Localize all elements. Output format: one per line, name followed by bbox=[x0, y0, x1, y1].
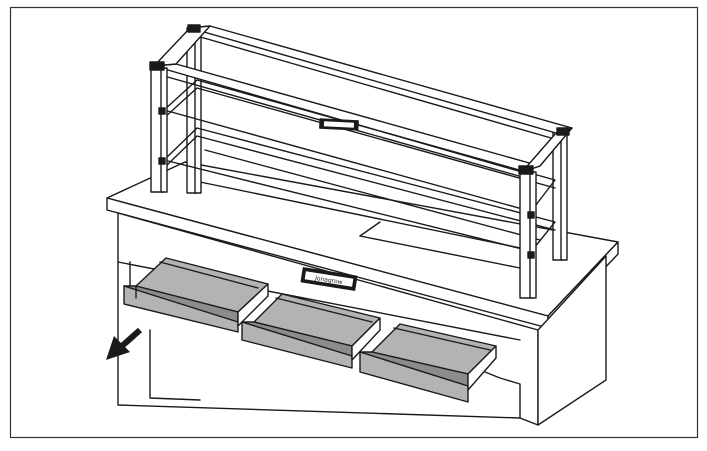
display-shelf-frame bbox=[149, 24, 573, 299]
pull-direction-arrow-icon bbox=[106, 327, 142, 360]
drawer-left[interactable] bbox=[123, 257, 269, 333]
drawer-right[interactable] bbox=[359, 323, 497, 403]
upper-nameplate bbox=[319, 118, 359, 131]
lower-nameplate bbox=[300, 267, 358, 291]
lower-nameplate-label: Jonagrow bbox=[314, 275, 343, 286]
figure-border bbox=[9, 6, 699, 439]
drawer-middle[interactable] bbox=[241, 293, 381, 369]
